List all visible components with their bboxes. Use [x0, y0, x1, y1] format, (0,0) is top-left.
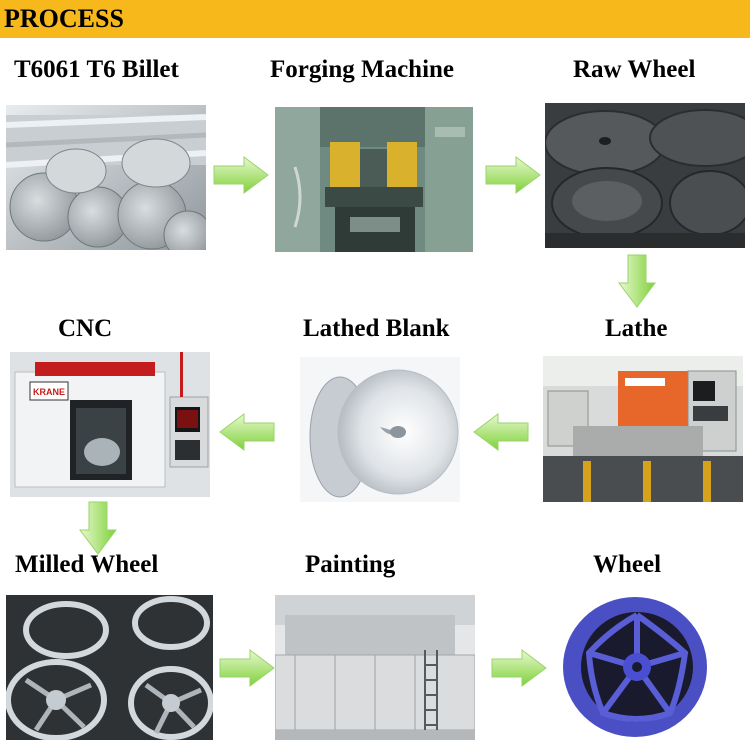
step-label-milled-wheel: Milled Wheel	[15, 551, 159, 578]
lathe-photo	[543, 356, 743, 502]
forging-machine-photo	[275, 107, 473, 252]
step-label-forging: Forging Machine	[270, 56, 455, 83]
arrow-right-2	[484, 155, 542, 195]
process-banner: PROCESS	[0, 0, 750, 38]
arrow-down-2	[78, 500, 118, 556]
billet-photo	[6, 105, 206, 250]
step-label-billet: T6061 T6 Billet	[14, 56, 179, 83]
arrow-down-1	[617, 253, 657, 309]
raw-wheel-photo	[545, 103, 745, 248]
arrow-left-1	[218, 412, 276, 452]
cnc-photo: KRANE	[10, 352, 210, 497]
arrow-right-3	[218, 648, 276, 688]
arrow-right-4	[490, 648, 548, 688]
step-label-lathe: Lathe	[605, 315, 668, 342]
finished-wheel-photo	[555, 595, 710, 740]
step-label-raw-wheel: Raw Wheel	[573, 56, 696, 83]
cnc-sign-text: KRANE	[33, 387, 65, 397]
step-label-cnc: CNC	[58, 315, 113, 342]
step-label-lathed-blank: Lathed Blank	[303, 315, 450, 342]
arrow-left-2	[472, 412, 530, 452]
step-label-wheel: Wheel	[593, 551, 662, 578]
step-label-painting: Painting	[305, 551, 396, 578]
milled-wheel-photo	[6, 595, 213, 740]
lathed-blank-photo	[300, 357, 460, 502]
arrow-right-1	[212, 155, 270, 195]
banner-title: PROCESS	[4, 4, 124, 33]
painting-photo	[275, 595, 475, 740]
